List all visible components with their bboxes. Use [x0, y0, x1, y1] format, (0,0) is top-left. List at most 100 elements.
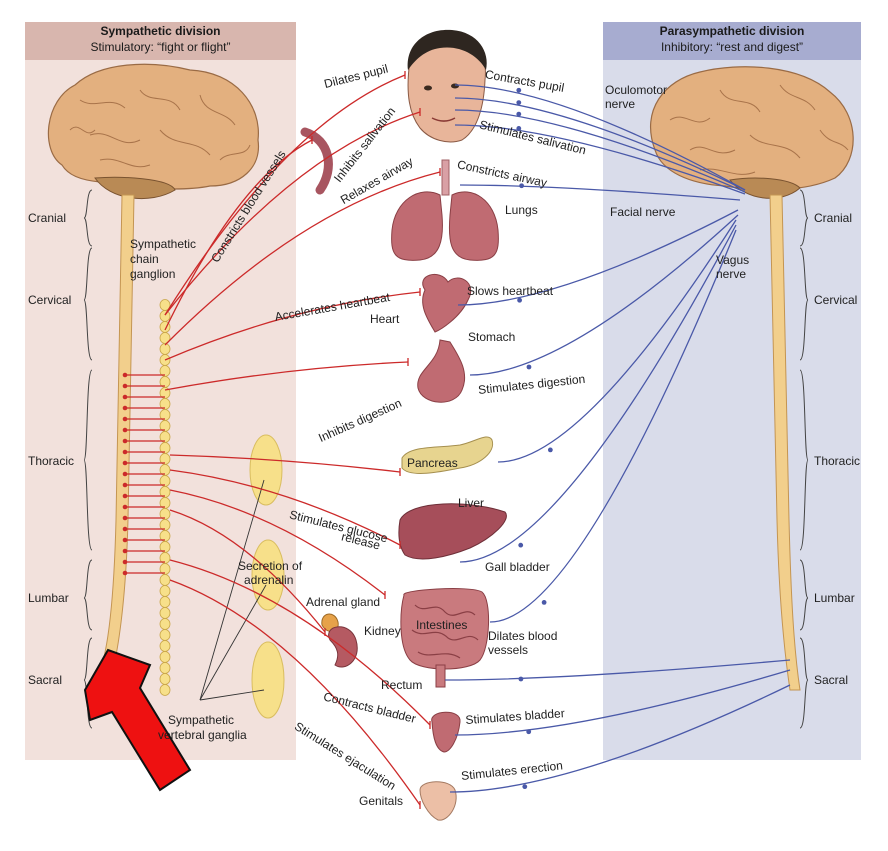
effect-dilates-vessels-1: Dilates blood — [488, 629, 558, 643]
parasympathetic-ganglion — [517, 297, 522, 303]
chain-bead — [159, 640, 171, 652]
celiac-ganglion — [249, 434, 283, 506]
vertebral-ganglia-label-1: Sympathetic — [168, 713, 235, 727]
region-thoracic-right: Thoracic — [814, 454, 861, 468]
sympathetic-fiber — [164, 171, 441, 346]
adrenalin-label-2: adrenalin — [244, 573, 294, 587]
chain-bead — [159, 651, 171, 663]
vagus-label-1: Vagus — [716, 253, 750, 267]
parasympathetic-fiber — [454, 97, 746, 191]
organ-pancreas: Pancreas — [407, 456, 458, 470]
parasympathetic-ganglion — [518, 542, 524, 548]
parasympathetic-ganglion — [541, 600, 547, 605]
genitals — [419, 781, 457, 821]
right-spinal-cord — [769, 194, 801, 691]
fiber-dot — [122, 438, 128, 444]
fiber-dot — [122, 559, 128, 565]
chain-bead — [159, 574, 171, 586]
organ-heart: Heart — [370, 312, 400, 326]
effect-dilates-vessels-2: vessels — [488, 643, 529, 657]
organ-kidney: Kidney — [364, 624, 401, 638]
region-sacral-left: Sacral — [28, 673, 63, 687]
region-sacral-right: Sacral — [814, 673, 849, 687]
fiber-dot — [122, 515, 128, 521]
parasympathetic-subtitle: Inhibitory: “rest and digest” — [660, 40, 804, 54]
liver — [398, 503, 507, 560]
oculomotor-label-2: nerve — [605, 97, 636, 111]
organ-stomach: Stomach — [468, 330, 516, 344]
oculomotor-label-1: Oculomotor — [605, 83, 668, 97]
sympathetic-nerves — [122, 71, 441, 809]
parasympathetic-fiber — [454, 109, 746, 193]
parasympathetic-fiber — [454, 84, 746, 191]
region-lumbar-right: Lumbar — [814, 591, 855, 605]
fiber-dot — [122, 405, 128, 411]
fiber-dot — [122, 504, 128, 510]
fiber-dot — [122, 548, 128, 554]
sympathetic-fiber — [164, 291, 421, 361]
sympathetic-fiber — [169, 509, 326, 633]
chain-bead — [159, 618, 171, 630]
parasympathetic-fiber — [454, 124, 746, 195]
chain-bead — [159, 596, 171, 608]
sympathetic-chain-label-3: ganglion — [130, 267, 176, 281]
kidney — [328, 626, 358, 668]
stomach — [417, 339, 466, 403]
adrenalin-label-1: Secretion of — [238, 559, 303, 573]
fiber-dot — [122, 449, 128, 455]
fiber-dot — [122, 471, 128, 477]
chain-bead — [159, 607, 171, 619]
parasympathetic-fiber — [489, 229, 737, 623]
lungs — [391, 159, 499, 261]
parasympathetic-ganglion — [519, 183, 524, 189]
sympathetic-fiber — [164, 111, 421, 316]
parasympathetic-ganglion — [522, 784, 528, 790]
chain-bead — [159, 629, 171, 641]
sympathetic-fiber — [169, 454, 401, 473]
parasympathetic-fiber — [497, 219, 737, 463]
facial-nerve-label: Facial nerve — [610, 205, 676, 219]
sympathetic-fiber — [164, 139, 313, 331]
sympathetic-header — [25, 22, 296, 60]
heart — [422, 273, 471, 333]
sympathetic-fiber — [169, 579, 421, 806]
parasympathetic-fiber — [444, 659, 791, 681]
region-cranial-right: Cranial — [814, 211, 853, 225]
sympathetic-fiber — [169, 559, 431, 726]
sympathetic-chain — [159, 299, 171, 696]
parasympathetic-ganglion — [516, 111, 522, 117]
chain-bead — [159, 662, 171, 674]
blood-vessel — [300, 127, 333, 195]
fiber-dot — [122, 537, 128, 543]
parasympathetic-title: Parasympathetic division — [659, 24, 805, 38]
parasympathetic-ganglion — [516, 87, 522, 93]
parasympathetic-header — [603, 22, 861, 60]
region-thoracic-left: Thoracic — [28, 454, 75, 468]
region-cranial-left: Cranial — [28, 211, 67, 225]
sympathetic-chain-label-2: chain — [130, 252, 159, 266]
organ-lungs: Lungs — [505, 203, 538, 217]
chain-bead — [159, 585, 171, 597]
parasympathetic-fiber — [454, 669, 791, 736]
parasympathetic-ganglion — [516, 126, 522, 131]
pancreas — [401, 436, 494, 474]
inferior-mesenteric-ganglion — [251, 641, 285, 719]
parasympathetic-ganglion — [518, 676, 524, 682]
chain-bead — [159, 684, 171, 696]
organ-liver: Liver — [458, 496, 485, 510]
parasympathetic-ganglion — [526, 364, 532, 370]
fiber-dot — [122, 526, 128, 532]
red-arrow-annotation — [83, 648, 192, 792]
region-cervical-right: Cervical — [814, 293, 858, 307]
parasympathetic-fiber — [459, 224, 737, 563]
region-cervical-left: Cervical — [28, 293, 72, 307]
parasympathetic-fiber — [469, 214, 739, 376]
fiber-dot — [122, 383, 128, 389]
fiber-dot — [122, 460, 128, 466]
sympathetic-fiber — [164, 74, 406, 316]
vagus-label-2: nerve — [716, 267, 747, 281]
right-region-braces — [799, 189, 809, 729]
sympathetic-title: Sympathetic division — [100, 24, 221, 38]
sympathetic-fiber — [169, 469, 401, 546]
fiber-dot — [122, 493, 128, 499]
